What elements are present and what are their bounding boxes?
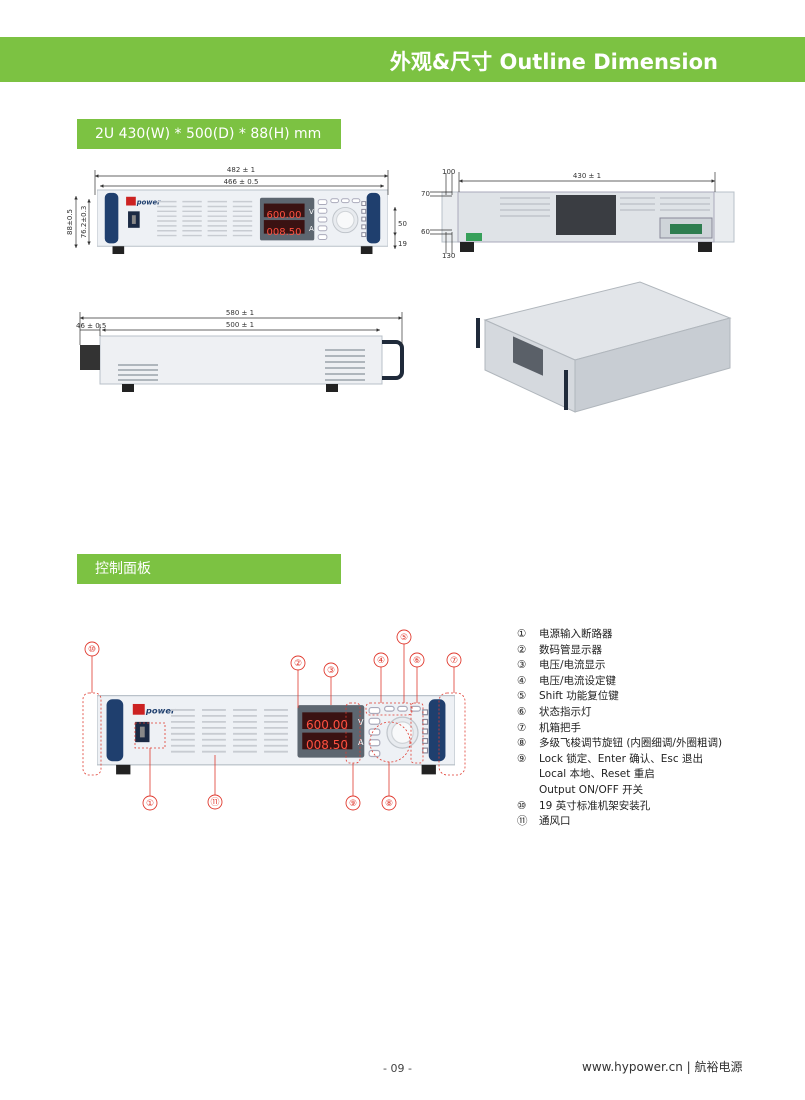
legend-text: Local 本地、Reset 重启 [539, 768, 655, 781]
callout-3: ③ [327, 666, 335, 676]
legend-text: 电压/电流设定键 [539, 674, 617, 687]
callout-2: ② [294, 659, 302, 669]
legend-number: ② [517, 643, 527, 656]
front-voltage-readout: 600.00 [267, 210, 302, 221]
svg-text:19: 19 [398, 240, 407, 248]
control-panel-drawing [97, 694, 455, 776]
legend-number: ⑧ [517, 737, 527, 750]
callout-4: ④ [377, 656, 385, 666]
legend-number: ⑦ [517, 721, 527, 734]
legend-item: ⑪ 通风口 [517, 814, 722, 830]
footer-website: www.hypower.cn | 航裕电源 [582, 1060, 743, 1074]
legend-item: Local 本地、Reset 重启 [517, 767, 722, 783]
rear-view-drawing [441, 191, 735, 252]
legend-text: 电源输入断路器 [539, 628, 613, 640]
callout-markers [82, 629, 466, 811]
legend-number: ④ [517, 674, 527, 687]
svg-text:482 ± 1: 482 ± 1 [227, 166, 255, 174]
legend-number: ⑤ [517, 690, 527, 703]
side-view-drawing [80, 335, 404, 392]
callout-5: ⑤ [400, 633, 408, 643]
header-bar: 外观&尺寸 Outline Dimension [0, 37, 805, 82]
legend-text: 多级飞梭调节旋钮 (内圈细调/外圈粗调) [539, 737, 723, 750]
section-title-dimensions: 2U 430(W) * 500(D) * 88(H) mm [77, 119, 341, 149]
svg-text:88±0.5: 88±0.5 [66, 209, 74, 235]
svg-text:50: 50 [398, 220, 407, 228]
callout-1: ① [146, 799, 154, 809]
front-view-drawing [97, 189, 388, 255]
svg-text:100: 100 [442, 168, 455, 176]
panel-voltage-readout: 600.00 [306, 718, 348, 732]
svg-text:580 ± 1: 580 ± 1 [226, 309, 254, 317]
legend-text: 数码管显示器 [539, 643, 602, 656]
front-voltage-unit: V [309, 208, 314, 216]
panel-voltage-unit: V [358, 718, 364, 727]
svg-text:466 ± 0.5: 466 ± 0.5 [224, 178, 259, 186]
page-number: - 09 - [383, 1062, 412, 1075]
section-title-control-panel: 控制面板 [77, 554, 341, 584]
legend-text: 状态指示灯 [539, 705, 592, 718]
callout-7: ⑦ [450, 656, 458, 666]
legend-item: ③ 电压/电流显示 [517, 658, 722, 674]
callout-8: ⑧ [385, 799, 393, 809]
callout-10: ⑩ [88, 645, 96, 655]
legend-item: ⑧ 多级飞梭调节旋钮 (内圈细调/外圈粗调) [517, 736, 722, 752]
svg-text:500 ± 1: 500 ± 1 [226, 321, 254, 329]
legend-item: ⑩ 19 英寸标准机架安装孔 [517, 799, 722, 815]
legend-number: ⑥ [517, 705, 527, 718]
legend-text: Shift 功能复位键 [539, 690, 619, 703]
legend-number: ⑨ [517, 752, 527, 765]
legend-number [517, 767, 539, 783]
legend-text: Lock 锁定、Enter 确认、Esc 退出 [539, 752, 704, 765]
legend-item: ⑤ Shift 功能复位键 [517, 689, 722, 705]
panel-current-unit: A [358, 738, 364, 747]
legend-number: ⑪ [517, 815, 528, 828]
svg-text:130: 130 [442, 252, 455, 260]
front-current-readout: 008.50 [267, 227, 302, 238]
legend-item: ① 电源输入断路器 [517, 627, 722, 643]
legend-number: ③ [517, 659, 527, 672]
svg-text:46 ± 0.5: 46 ± 0.5 [76, 322, 106, 330]
legend-text: 电压/电流显示 [539, 659, 606, 672]
legend-item: ④ 电压/电流设定键 [517, 674, 722, 690]
legend-item: ⑥ 状态指示灯 [517, 705, 722, 721]
svg-text:430 ± 1: 430 ± 1 [573, 172, 601, 180]
callout-6: ⑥ [413, 656, 421, 666]
svg-text:76.2±0.3: 76.2±0.3 [80, 206, 88, 239]
legend-item: ⑨ Lock 锁定、Enter 确认、Esc 退出 [517, 752, 722, 768]
callout-11: ⑪ [210, 797, 219, 808]
legend-text: Output ON/OFF 开关 [539, 783, 644, 796]
svg-text:60: 60 [421, 228, 430, 236]
svg-text:70: 70 [421, 190, 430, 198]
legend-text: 19 英寸标准机架安装孔 [539, 799, 651, 812]
legend-number: ⑩ [517, 799, 527, 812]
legend-item: ⑦ 机箱把手 [517, 721, 722, 737]
legend-item: ② 数码管显示器 [517, 643, 722, 659]
panel-current-readout: 008.50 [306, 738, 348, 752]
control-panel-legend: ① 电源输入断路器 ② 数码管显示器 ③ 电压/电流显示 ④ 电压/电流设定键 ⑤ Shift 功… [517, 627, 722, 830]
legend-number: ① [517, 628, 527, 640]
page-title: 外观&尺寸 Outline Dimension [389, 50, 718, 74]
callout-9: ⑨ [349, 799, 357, 809]
legend-text: 机箱把手 [539, 721, 581, 734]
isometric-view-drawing [476, 281, 732, 413]
legend-number [517, 783, 539, 799]
legend-text: 通风口 [539, 815, 571, 828]
front-current-unit: A [309, 225, 314, 233]
legend-item: Output ON/OFF 开关 [517, 783, 722, 799]
